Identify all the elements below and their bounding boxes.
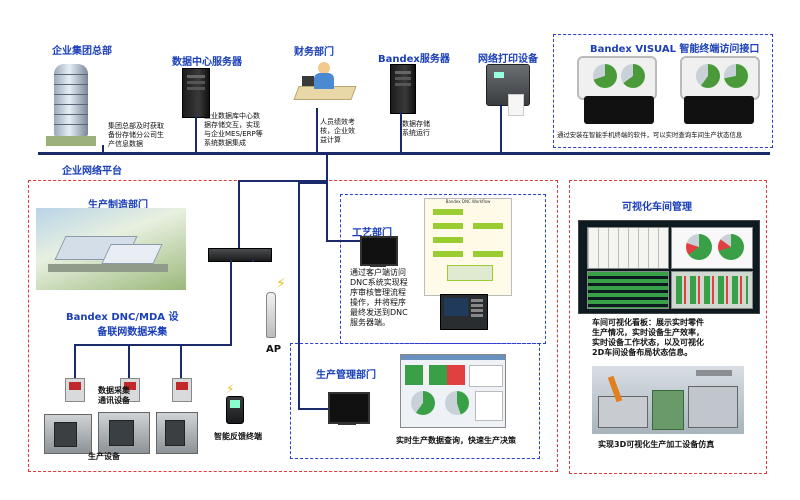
wifi-signal-icon: ⚡ — [276, 276, 286, 292]
hq-building-image — [46, 56, 96, 148]
process-connector — [326, 240, 360, 242]
equipment-label: 生产设备 — [88, 452, 120, 461]
collector-device-2 — [120, 378, 140, 402]
visual-workshop-desc: 车间可视化看板：展示实时零件生产情况，实时设备生产效率，实时设备工作状态，以及可… — [592, 318, 704, 357]
process-drop — [326, 182, 328, 242]
switch-uplink-top — [238, 180, 328, 182]
data-center-title: 数据中心服务器 — [172, 57, 242, 68]
kanban-board-image — [578, 220, 760, 314]
data-center-desc: 企业数据库中心数据存储交互，实现与企业MES/ERP等系统数据集成 — [204, 112, 263, 147]
smartphone-left — [577, 56, 657, 100]
printer-title: 网络打印设备 — [478, 54, 538, 65]
process-monitor-stand — [370, 264, 386, 267]
collector-drop-1 — [74, 344, 76, 378]
mgmt-uplink — [298, 182, 326, 184]
network-switch-icon — [208, 248, 272, 262]
data-center-server-icon — [182, 68, 210, 118]
bus-label: 企业网络平台 — [62, 166, 122, 177]
cnc-controller-panel — [440, 294, 488, 330]
phone-right-base — [684, 96, 754, 124]
3d-sim-desc: 实现3D可视化生产加工设备仿真 — [598, 440, 715, 449]
dnc-workflow-chart: Bandex DNC Workflow — [424, 198, 512, 296]
mgmt-dashboard-screenshot — [400, 354, 506, 428]
hq-desc: 集团总部及时获取备份存储分公司生产信息数据 — [108, 122, 164, 148]
feedback-terminal-icon — [226, 396, 244, 424]
switch-to-ap — [252, 260, 254, 262]
hq-connector — [102, 145, 104, 153]
collector-drop-2 — [128, 344, 130, 378]
finance-worker-icon — [292, 58, 357, 108]
mgmt-dept-box — [290, 343, 540, 459]
mgmt-monitor-stand — [338, 422, 356, 425]
bandex-server-desc: 数据存储系统运行 — [402, 120, 430, 137]
bandex-server-icon — [390, 64, 416, 114]
collector-device-1 — [65, 378, 85, 402]
visual-interface-title: Bandex VISUAL 智能终端访问接口 — [590, 44, 760, 55]
mgmt-dept-title: 生产管理部门 — [316, 370, 376, 381]
process-dept-title: 工艺部门 — [352, 228, 392, 239]
visual-workshop-box — [569, 180, 767, 474]
mgmt-drop — [298, 182, 300, 410]
ap-antenna-icon — [266, 292, 276, 338]
process-monitor-icon — [360, 236, 398, 266]
switch-uplink — [238, 182, 240, 248]
mgmt-desc: 实时生产数据查询，快速生产决策 — [396, 436, 516, 445]
cnc-machine-2 — [98, 412, 150, 454]
printer-connector — [500, 104, 502, 153]
mgmt-connector — [298, 408, 328, 410]
collector-bus — [74, 344, 232, 346]
visual-interface-desc: 通过安装在智能手机终端的软件，可以实时查询车间生产状态信息 — [557, 131, 743, 139]
bandex-server-title: Bandex服务器 — [378, 54, 450, 65]
network-bus-line — [38, 152, 770, 155]
finance-desc: 人员绩效考核，企业效益计算 — [320, 118, 355, 144]
smartphone-right — [680, 56, 760, 100]
collector-drop-3 — [180, 344, 182, 378]
collector-device-3 — [172, 378, 192, 402]
visual-workshop-title: 可视化车间管理 — [622, 202, 692, 213]
visual-interface-box — [553, 34, 773, 148]
cnc-machine-1 — [44, 414, 92, 454]
collector-label: 数据采集通讯设备 — [98, 386, 130, 405]
printer-icon — [486, 64, 530, 116]
3d-simulation-image — [592, 366, 744, 434]
switch-to-collector-bus — [230, 260, 232, 346]
bandex-server-connector — [400, 112, 402, 153]
factory-aerial-image — [36, 208, 186, 290]
cnc-machine-3 — [156, 412, 198, 454]
data-center-connector — [195, 116, 197, 153]
finance-title: 财务部门 — [294, 47, 334, 58]
phone-left-base — [584, 96, 654, 124]
mgmt-monitor-icon — [328, 392, 370, 424]
ap-label: AP — [266, 344, 282, 355]
dnc-mda-title: Bandex DNC/MDA 设备联网数据采集 — [66, 312, 179, 338]
bus-drop-production — [326, 153, 328, 182]
feedback-label: 智能反馈终端 — [214, 432, 262, 441]
workflow-title: Bandex DNC Workflow — [445, 199, 491, 204]
feedback-signal-icon: ⚡ — [226, 382, 235, 396]
production-dept-title: 生产制造部门 — [88, 200, 148, 211]
finance-connector — [316, 108, 318, 153]
hq-title: 企业集团总部 — [52, 46, 112, 57]
